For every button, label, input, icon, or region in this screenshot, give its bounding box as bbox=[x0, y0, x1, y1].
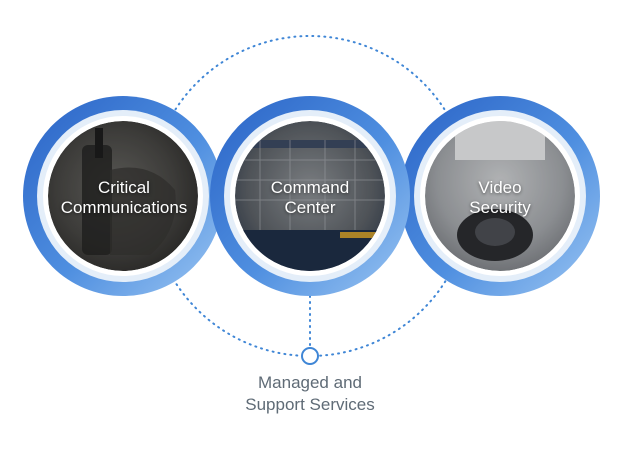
managed-services-node bbox=[301, 347, 319, 365]
service-label-line2: Center bbox=[284, 198, 336, 217]
two-way-radio-hand-photo bbox=[48, 121, 198, 271]
dome-security-camera-photo bbox=[425, 121, 575, 271]
monitoring-screen-map-photo bbox=[235, 121, 385, 271]
managed-support-services-caption: Managed and Support Services bbox=[190, 372, 430, 416]
service-label-command-center: Command Center bbox=[215, 178, 405, 218]
service-label-critical-communications: Critical Communications bbox=[29, 178, 219, 218]
service-label-video-security: Video Security bbox=[405, 178, 595, 218]
service-label-line2: Security bbox=[469, 198, 531, 217]
service-label-line1: Command bbox=[270, 178, 350, 197]
service-label-line1: Critical bbox=[98, 178, 150, 197]
caption-line2: Support Services bbox=[245, 395, 375, 414]
service-label-line1: Video bbox=[478, 178, 522, 197]
service-label-line2: Communications bbox=[60, 198, 188, 217]
caption-line1: Managed and bbox=[258, 373, 362, 392]
